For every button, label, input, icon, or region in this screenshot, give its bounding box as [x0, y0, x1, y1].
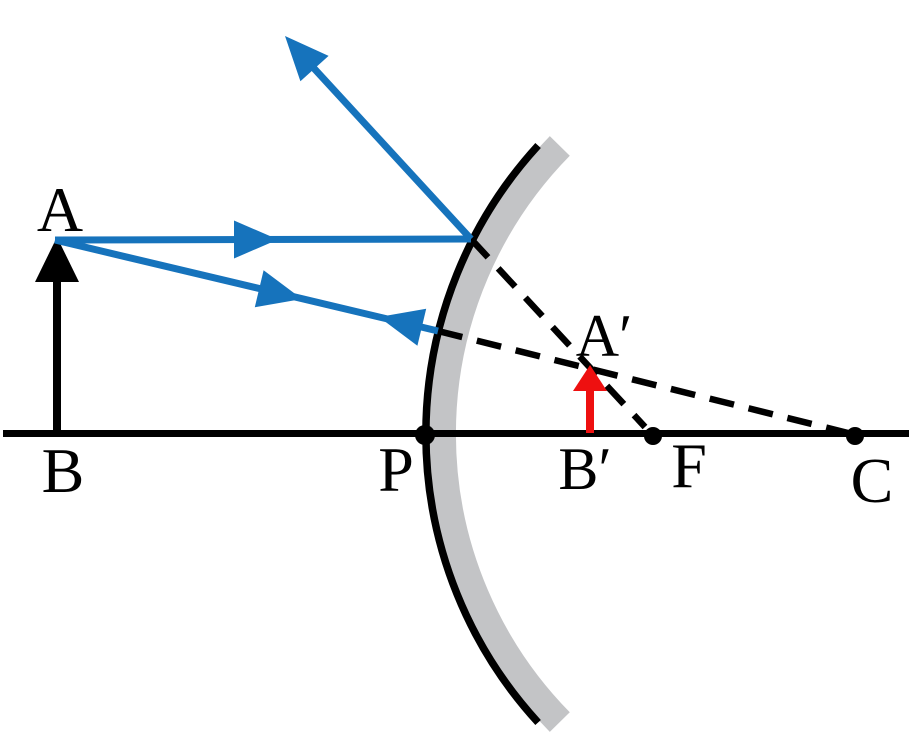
- central-ray-reflected-arrowhead: [379, 308, 427, 346]
- label-curvature-center: C: [851, 445, 894, 516]
- center-of-curvature-dot: [846, 427, 864, 445]
- virtual-extension-central-ray: [437, 327, 849, 437]
- label-object-base: B: [42, 435, 85, 506]
- virtual-extension-focal-ray: [468, 236, 648, 430]
- pole-dot: [415, 425, 435, 445]
- object-arrowhead: [35, 237, 79, 282]
- central-ray-forward-arrowhead: [254, 270, 302, 308]
- reflected-diverging-ray: [307, 61, 474, 242]
- label-pole: P: [378, 434, 414, 505]
- label-image-base: B′: [558, 436, 611, 502]
- image-arrowhead: [573, 365, 607, 391]
- central-ray: [54, 236, 439, 335]
- label-image-tip: A′: [576, 303, 632, 369]
- reflected-diverging-ray-arrowhead: [285, 36, 329, 82]
- focus-dot: [644, 427, 662, 445]
- incident-parallel-ray-arrowhead: [234, 220, 278, 259]
- label-focal-point: F: [671, 430, 707, 501]
- label-object-tip: A: [37, 174, 83, 245]
